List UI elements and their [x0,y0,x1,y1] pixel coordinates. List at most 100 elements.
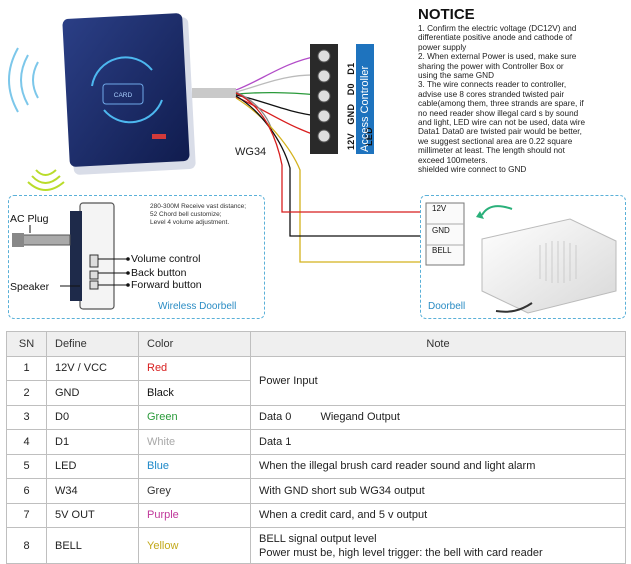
table-row: 8 BELL Yellow BELL signal output level P… [6,527,626,564]
wire-definition-table: SN Define Color Note 1 12V / VCC Red Pow… [6,331,626,564]
note-bell-line1: BELL signal output level [259,532,377,545]
cell-define: D1 [46,429,139,455]
doorbell-caption: Doorbell [428,301,466,312]
notice-line: 2. When external Power is used, make sur… [418,52,577,62]
cell-color: Green [138,404,251,430]
cell-color: Yellow [138,527,251,564]
notice-line: power supply [418,42,467,52]
cell-define: GND [46,380,139,406]
cell-define: D0 [46,404,139,430]
spec-line: Level 4 volume adjustment. [150,219,230,226]
note-wiegand: Wiegand Output [320,411,400,424]
cell-sn: 5 [6,453,47,479]
table-row: 2 GND Black [6,380,626,406]
volume-control-label: Volume control [131,253,201,265]
cell-sn: 7 [6,502,47,528]
notice-title: NOTICE [418,6,475,23]
wire-bundle [235,55,420,263]
speaker-label: Speaker [10,281,50,293]
notice-line: differentiate positive anode and cathode… [418,33,573,43]
cell-note: Data 0 Wiegand Output [250,404,626,430]
notice-line: advise use 8 cores stranded twisted pair [418,89,565,99]
terminal-12v: 12V [346,133,356,150]
table-row: 6 W34 Grey With GND short sub WG34 outpu… [6,478,626,504]
cell-sn: 3 [6,404,47,430]
notice-line: no need reader show illegal card s by so… [418,108,579,118]
terminal-d0: D0 [346,83,356,96]
controller-label: Access Controller [359,65,371,152]
notice-line: shielded wire connect to GND [418,165,527,175]
header-define: Define [46,331,139,357]
forward-button-label: Forward button [131,279,202,291]
table-row: 3 D0 Green Data 0 Wiegand Output [6,404,626,430]
cell-color: Black [138,380,251,406]
table-row: 4 D1 White Data 1 [6,429,626,455]
notice-line: exceed 100meters. [418,155,488,165]
notice-line: we suggest sectional area are 0.22 squar… [418,136,573,146]
cell-note: When a credit card, and 5 v output [250,502,626,528]
doorbell-panel [420,195,626,319]
cell-note: Power Input [250,355,626,406]
notice-line: cable(among them, three strands are spar… [418,99,584,109]
table-row: 1 12V / VCC Red Power Input [6,355,626,406]
doorbell-terminal-gnd: GND [432,226,450,235]
notice-line: and light, LED wire can not be used, dat… [418,118,586,128]
cell-define: 5V OUT [46,502,139,528]
notice-line: 1. Confirm the electric voltage (DC12V) … [418,24,577,33]
terminal-gnd: GND [346,103,356,125]
notice-line: sharing the power with Controller Box or [418,61,564,71]
cell-color: White [138,429,251,455]
wireless-spec: 280-300M Receive vast distance; 52 Chord… [150,203,246,227]
doorbell-illustration [425,202,617,314]
wireless-doorbell-caption: Wireless Doorbell [158,301,237,312]
terminal-screws [317,49,331,143]
notice-line: Data1 Data0 are twisted pair would be be… [418,127,582,137]
wireless-signal-icon [8,47,39,113]
spec-line: 52 Chord bell customize; [150,211,222,218]
wireless-doorbell-panel [8,195,265,319]
header-color: Color [138,331,251,357]
cell-sn: 1 [6,355,47,381]
cell-define: LED [46,453,139,479]
cell-note: When the illegal brush card reader sound… [250,453,626,479]
rfid-icon [91,56,163,124]
notice-line: using the same GND [418,71,494,81]
card-reader: CARD [62,13,196,175]
cell-sn: 2 [6,380,47,406]
cell-sn: 6 [6,478,47,504]
cell-color: Purple [138,502,251,528]
reader-cable [192,88,236,98]
cell-color: Blue [138,453,251,479]
cell-note: With GND short sub WG34 output [250,478,626,504]
table-row: 5 LED Blue When the illegal brush card r… [6,453,626,479]
cell-define: 12V / VCC [46,355,139,381]
controller-terminal-labels: 12V GND D0 D1 LED [341,42,374,150]
back-button-label: Back button [131,267,187,279]
note-data0: Data 0 [259,411,292,424]
cell-color: Red [138,355,251,381]
terminal-d1: D1 [346,62,356,75]
cell-sn: 8 [6,527,47,564]
cell-note: Data 1 [250,429,626,455]
header-note: Note [250,331,626,357]
note-bell-line2: Power must be, high level trigger: the b… [259,546,543,559]
table-row: 7 5V OUT Purple When a credit card, and … [6,502,626,528]
wg34-label: WG34 [235,146,266,158]
doorbell-terminal-12v: 12V [432,204,447,213]
table-header-row: SN Define Color Note [6,331,626,357]
notice-body: 1. Confirm the electric voltage (DC12V) … [418,24,626,175]
ac-plug-label: AC Plug [10,213,49,225]
cell-define: BELL [46,527,139,564]
cell-note: BELL signal output level Power must be, … [250,527,626,564]
access-controller [310,44,374,154]
spec-line: 280-300M Receive vast distance; [150,203,247,210]
card-label: CARD [114,92,133,99]
notice-line: 3. The wire connects reader to controlle… [418,80,567,90]
wireless-doorbell-illustration [12,202,130,310]
cell-color: Grey [138,478,251,504]
header-sn: SN [6,331,47,357]
wiring-diagram: CARD WG34 [8,13,420,263]
cell-sn: 4 [6,429,47,455]
doorbell-signal-icon [27,169,65,191]
notice-line: millimeter at least. The length should n… [418,146,565,156]
